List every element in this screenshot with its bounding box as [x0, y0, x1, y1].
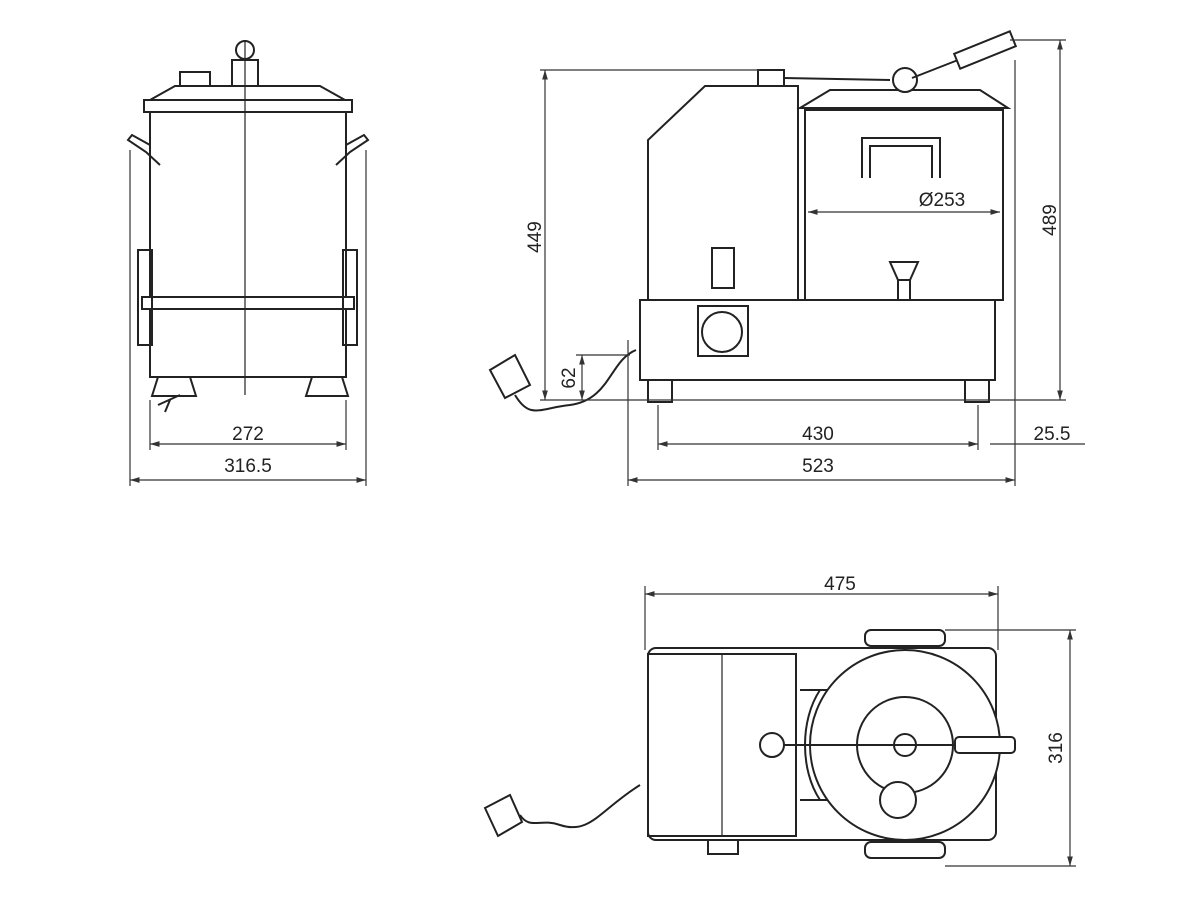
side-foot-right: [964, 379, 990, 403]
side-view: 449 489 Ø253 62 430 523 25.5: [488, 30, 1085, 486]
side-plug: [488, 353, 532, 400]
front-view: 272 316.5: [126, 40, 370, 486]
front-base: [141, 296, 355, 310]
dim-label-316: 316: [1046, 732, 1067, 764]
top-handle-top: [864, 629, 946, 647]
dim-label-272: 272: [232, 424, 264, 445]
dim-label-449: 449: [525, 221, 546, 253]
top-switch-knob: [759, 732, 785, 758]
dim-label-25-5: 25.5: [1034, 424, 1071, 445]
side-lid-handle: [911, 59, 959, 79]
front-handle-right: [335, 133, 370, 166]
top-plug: [483, 793, 524, 838]
top-view: 475 316: [483, 574, 1076, 867]
side-bowl-bracket: [861, 137, 941, 178]
top-handle-bottom: [864, 841, 946, 859]
front-foot-right: [304, 376, 350, 397]
dim-label-430: 430: [802, 424, 834, 445]
side-power-cord: [514, 349, 637, 412]
top-side-tab: [707, 839, 739, 855]
side-handle-grip: [952, 30, 1018, 70]
front-lid: [146, 85, 349, 101]
side-lid-knob: [892, 67, 918, 93]
front-clamp-right: [342, 249, 358, 346]
side-top-cap: [757, 69, 785, 87]
front-bowl: [149, 111, 347, 298]
front-handle-left: [126, 133, 161, 166]
side-base: [639, 299, 996, 381]
top-handle-grip: [954, 736, 1016, 754]
side-foot-left: [647, 379, 673, 403]
side-switch: [711, 247, 735, 289]
side-timer-plate: [697, 305, 749, 357]
side-motor-housing: [647, 85, 799, 301]
dim-label-475: 475: [824, 574, 856, 595]
side-lid: [796, 89, 1012, 109]
front-lid-rim: [143, 99, 353, 113]
dim-label-523: 523: [802, 456, 834, 477]
dim-label-316-5: 316.5: [224, 456, 272, 477]
side-timer-knob: [701, 311, 743, 353]
side-lid-arm: [783, 77, 891, 81]
front-clamp-left: [137, 249, 153, 346]
front-drain-valve: [157, 394, 181, 413]
dim-label-253: Ø253: [919, 190, 965, 211]
dim-label-62: 62: [559, 367, 580, 388]
top-power-cord: [519, 784, 641, 829]
top-drain-port: [879, 781, 917, 819]
front-stand: [149, 308, 347, 378]
front-foot-left: [150, 376, 198, 397]
dim-label-489: 489: [1040, 204, 1061, 236]
